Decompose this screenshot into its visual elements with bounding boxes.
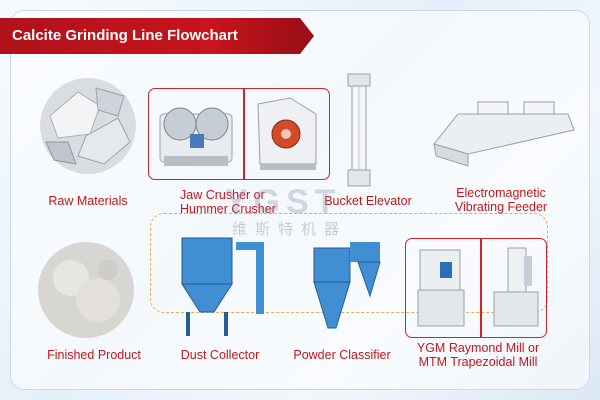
label-feeder-line1: Electromagnetic xyxy=(456,186,546,200)
label-crusher-line2: Hummer Crusher xyxy=(180,202,276,216)
label-crusher: Jaw Crusher or Hummer Crusher xyxy=(180,188,280,216)
label-crusher-line1: Jaw Crusher or xyxy=(180,188,265,202)
label-mill: YGM Raymond Mill or MTM Trapezoidal Mill xyxy=(404,341,552,369)
trapezoidal-mill-image xyxy=(493,247,539,327)
mill-frame xyxy=(405,238,547,338)
hammer-crusher-image xyxy=(257,97,317,170)
crusher-divider xyxy=(243,88,245,180)
label-feeder-line2: Vibrating Feeder xyxy=(454,200,548,214)
label-bucket-elevator: Bucket Elevator xyxy=(324,194,412,208)
label-mill-line1: YGM Raymond Mill or xyxy=(416,341,540,355)
mill-divider xyxy=(480,238,482,338)
raymond-mill-image xyxy=(417,249,465,327)
jaw-crusher-image xyxy=(159,107,233,166)
bucket-elevator-image xyxy=(347,73,371,187)
vibrating-feeder-image xyxy=(433,101,575,167)
watermark-sub: 维斯特机器 xyxy=(232,221,348,238)
label-vibrating-feeder: Electromagnetic Vibrating Feeder xyxy=(446,186,556,214)
crusher-frame xyxy=(148,88,330,180)
label-finished-product: Finished Product xyxy=(47,348,141,362)
label-raw-materials: Raw Materials xyxy=(48,194,128,208)
label-dust-collector: Dust Collector xyxy=(180,348,260,362)
label-mill-line2: MTM Trapezoidal Mill xyxy=(418,355,538,369)
dust-collector-image xyxy=(181,237,264,336)
watermark-brand: YGST xyxy=(225,183,342,221)
powder-classifier-image xyxy=(313,242,381,329)
finished-product-image xyxy=(38,242,134,338)
raw-materials-image xyxy=(40,78,136,174)
label-powder-classifier: Powder Classifier xyxy=(293,348,391,362)
page-title: Calcite Grinding Line Flowchart xyxy=(12,27,238,44)
title-banner: Calcite Grinding Line Flowchart xyxy=(0,18,314,54)
flow-path xyxy=(150,213,548,313)
